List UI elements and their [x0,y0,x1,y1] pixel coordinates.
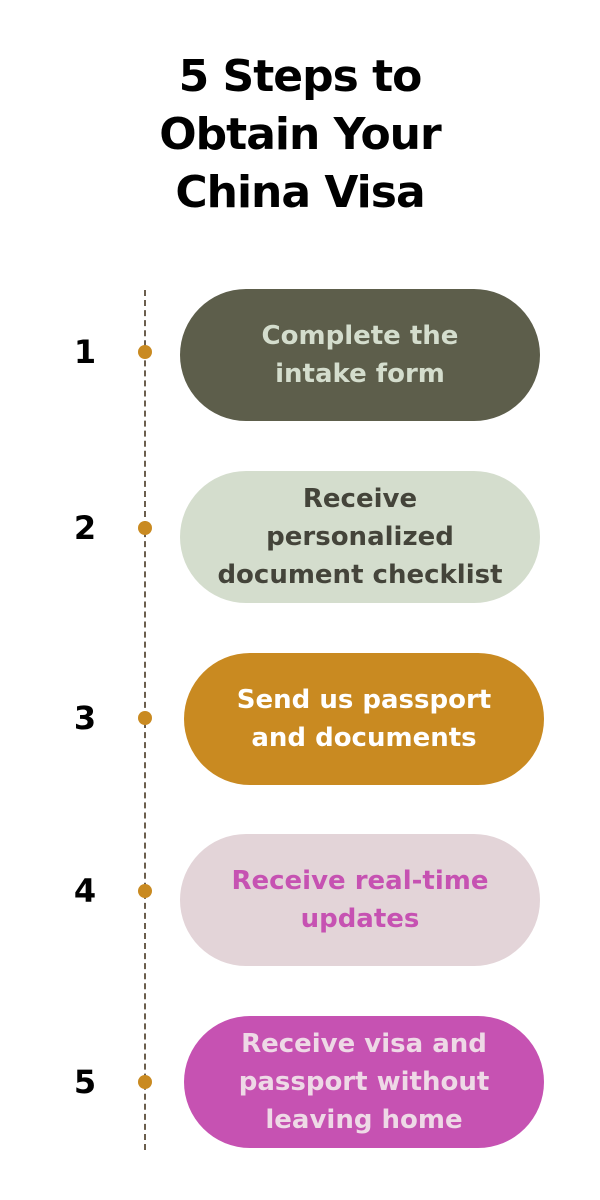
timeline-dot [138,1075,152,1089]
step-label-line: document checklist [217,560,503,590]
page-title: 5 Steps to Obtain Your China Visa [0,48,600,222]
step-pill: Receive visa and passport without leavin… [184,1016,544,1148]
step-label: Receive real-time updates [231,862,488,938]
step-label-line: passport without [238,1067,490,1097]
step-label: Send us passport and documents [237,681,491,757]
step-pill: Receive personalized document checklist [180,471,540,603]
step-label-line: intake form [275,359,445,389]
step-pill: Receive real-time updates [180,834,540,966]
step-number: 1 [73,333,97,371]
step-number: 3 [73,699,97,737]
timeline-dot [138,345,152,359]
step-label-line: and documents [251,723,477,753]
step-number: 4 [73,872,97,910]
step-number: 2 [73,509,97,547]
title-line-3: China Visa [175,167,425,218]
step-label-line: Receive real-time [231,866,489,896]
step-pill: Send us passport and documents [184,653,544,785]
step-label-line: personalized [266,522,454,552]
title-line-2: Obtain Your [159,109,441,160]
step-label-line: leaving home [265,1105,463,1135]
timeline-dot [138,884,152,898]
step-pill: Complete the intake form [180,289,540,421]
step-label-line: Send us passport [236,685,492,715]
step-number: 5 [73,1063,97,1101]
timeline-dot [138,711,152,725]
step-label: Receive personalized document checklist [217,480,502,594]
timeline-dot [138,521,152,535]
step-label-line: Receive visa and [241,1029,487,1059]
step-label: Complete the intake form [262,317,459,393]
step-label: Receive visa and passport without leavin… [239,1025,490,1139]
step-label-line: Receive [302,484,418,514]
step-label-line: Complete the [261,321,459,351]
title-line-1: 5 Steps to [178,51,423,102]
step-label-line: updates [300,904,420,934]
